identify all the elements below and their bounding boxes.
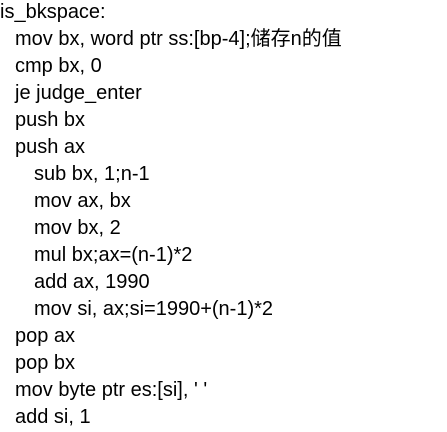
code-line: mov byte ptr es:[si], ' ' xyxy=(15,379,208,401)
code-line: mov ax, bx xyxy=(34,190,131,212)
code-line: mov bx, word ptr ss:[bp-4];储存n的值 xyxy=(15,28,342,50)
code-line: mov si, ax;si=1990+(n-1)*2 xyxy=(34,298,274,320)
code-line: sub bx, 1;n-1 xyxy=(34,163,150,185)
code-line: pop bx xyxy=(15,352,76,374)
code-line: pop ax xyxy=(15,325,76,347)
code-line: is_bkspace: xyxy=(0,1,106,23)
code-line: push ax xyxy=(15,136,86,158)
code-line: mul bx;ax=(n-1)*2 xyxy=(34,244,193,266)
code-line: mov bx, 2 xyxy=(34,217,121,239)
code-line: push bx xyxy=(15,109,86,131)
code-line: je judge_enter xyxy=(15,82,142,104)
code-line: add si, 1 xyxy=(15,406,91,428)
code-line: cmp bx, 0 xyxy=(15,55,102,77)
code-line: add ax, 1990 xyxy=(34,271,150,293)
